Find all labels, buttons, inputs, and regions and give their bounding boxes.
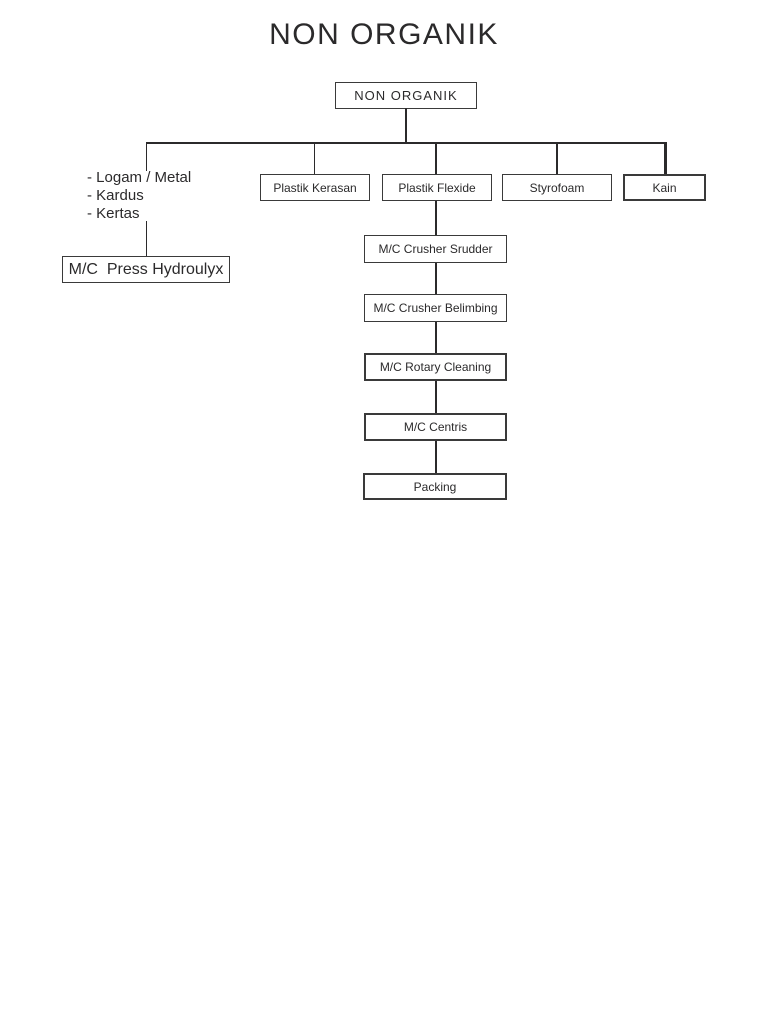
node-styrofoam: Styrofoam [502,174,612,201]
connector-drop-plastik-flexide [435,142,437,174]
connector-srudder-to-belimbing [435,263,437,294]
node-label: Kain [652,180,677,195]
node-label: Plastik Flexide [398,180,476,195]
list-item-logam-metal: - Logam / Metal [87,169,192,186]
connector-flexide-to-srudder [435,201,437,235]
list-item-kardus: - Kardus [87,187,144,204]
left-branch-list: - Logam / Metal - Kardus - Kertas [87,169,191,223]
connector-rotary-to-centris [435,380,437,413]
node-plastik-flexide: Plastik Flexide [382,174,492,201]
node-mc-centris: M/C Centris [364,413,507,441]
connector-rail-right-segment [556,141,667,144]
node-label: Styrofoam [529,180,585,195]
node-label: M/C Centris [403,420,468,434]
node-mc-press-hydroulyx: M/C Press Hydroulyx [62,256,230,283]
node-kain: Kain [623,174,706,201]
connector-root-drop [405,108,407,143]
node-label: Plastik Kerasan [273,180,357,195]
node-label: M/C Crusher Srudder [378,242,493,256]
node-mc-rotary-cleaning: M/C Rotary Cleaning [364,353,507,381]
node-label: NON ORGANIK [354,88,458,103]
node-plastik-kerasan: Plastik Kerasan [260,174,370,201]
connector-list-to-press [145,221,147,256]
node-label: M/C Crusher Belimbing [373,301,498,315]
connector-drop-left-list [145,142,147,171]
page-title: NON ORGANIK [269,18,499,51]
node-label: M/C Press Hydroulyx [68,260,224,278]
node-packing: Packing [363,473,507,500]
connector-centris-to-packing [435,441,437,473]
connector-belimbing-to-rotary [435,322,437,353]
node-non-organik-root: NON ORGANIK [335,82,477,109]
connector-drop-kain [664,142,667,174]
connector-drop-plastik-kerasan [313,142,315,174]
list-item-kertas: - Kertas [87,205,140,222]
node-label: Packing [413,479,457,494]
connector-rail [145,142,667,144]
node-mc-crusher-srudder: M/C Crusher Srudder [364,235,507,263]
connector-drop-styrofoam [556,142,558,174]
node-mc-crusher-belimbing: M/C Crusher Belimbing [364,294,507,322]
node-label: M/C Rotary Cleaning [379,360,492,374]
